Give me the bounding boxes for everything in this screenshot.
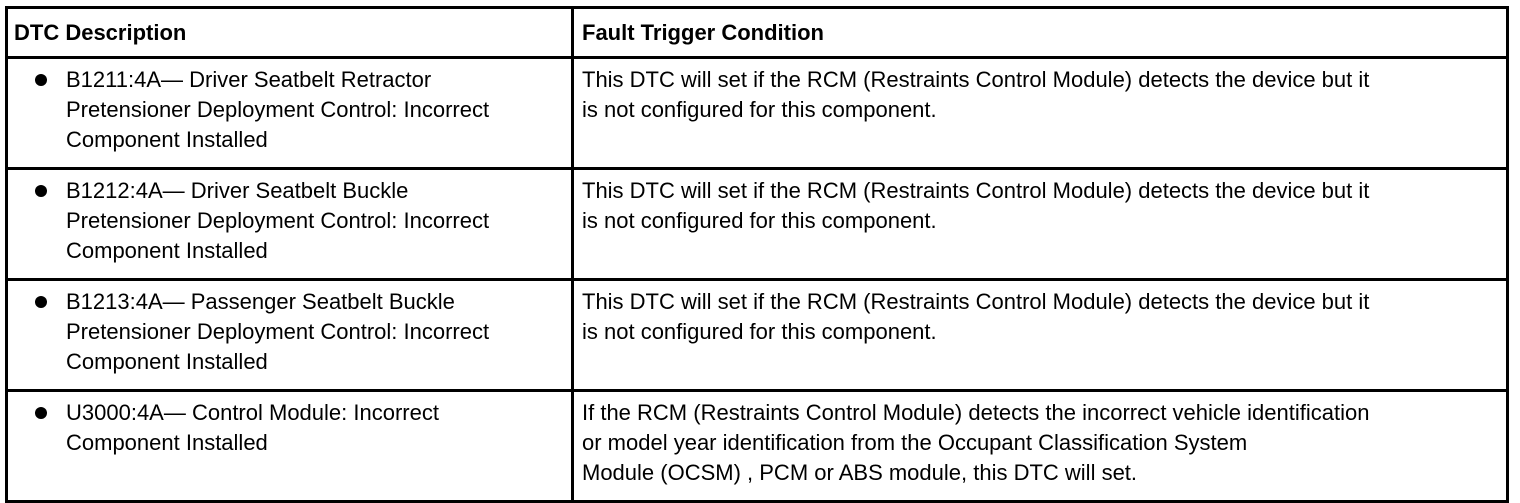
table-row: U3000:4A— Control Module: Incorrect Comp… bbox=[5, 389, 1509, 503]
fault-condition-cell: This DTC will set if the RCM (Restraints… bbox=[571, 56, 1509, 170]
dtc-description-text: U3000:4A— Control Module: Incorrect Comp… bbox=[66, 400, 439, 455]
fault-condition-text: This DTC will set if the RCM (Restraints… bbox=[582, 178, 1370, 233]
dtc-description-cell: B1213:4A— Passenger Seatbelt Buckle Pret… bbox=[5, 278, 574, 392]
bullet-dot-icon bbox=[8, 287, 66, 317]
fault-condition-text: This DTC will set if the RCM (Restraints… bbox=[582, 289, 1370, 344]
fault-condition-text: If the RCM (Restraints Control Module) d… bbox=[582, 400, 1370, 485]
bullet-dot-icon bbox=[8, 65, 66, 95]
dtc-description-cell: B1211:4A— Driver Seatbelt Retractor Pret… bbox=[5, 56, 574, 170]
bullet-dot-icon bbox=[8, 398, 66, 428]
header-row: DTC Description Fault Trigger Condition bbox=[5, 6, 1509, 59]
fault-condition-cell: This DTC will set if the RCM (Restraints… bbox=[571, 278, 1509, 392]
fault-condition-text: This DTC will set if the RCM (Restraints… bbox=[582, 67, 1370, 122]
dtc-description-text: B1211:4A— Driver Seatbelt Retractor Pret… bbox=[66, 67, 490, 152]
dtc-description-text: B1213:4A— Passenger Seatbelt Buckle Pret… bbox=[66, 289, 490, 374]
table-row: B1213:4A— Passenger Seatbelt Buckle Pret… bbox=[5, 278, 1509, 392]
table-row: B1212:4A— Driver Seatbelt Buckle Pretens… bbox=[5, 167, 1509, 281]
dtc-description-cell: U3000:4A— Control Module: Incorrect Comp… bbox=[5, 389, 574, 503]
fault-condition-cell: This DTC will set if the RCM (Restraints… bbox=[571, 167, 1509, 281]
dtc-description-cell: B1212:4A— Driver Seatbelt Buckle Pretens… bbox=[5, 167, 574, 281]
dtc-table: DTC Description Fault Trigger Condition … bbox=[5, 6, 1509, 503]
dtc-description-text: B1212:4A— Driver Seatbelt Buckle Pretens… bbox=[66, 178, 490, 263]
bullet-dot-icon bbox=[8, 176, 66, 206]
dtc-table-container: DTC Description Fault Trigger Condition … bbox=[5, 6, 1509, 503]
header-dtc-description: DTC Description bbox=[5, 6, 574, 59]
header-fault-trigger-condition: Fault Trigger Condition bbox=[571, 6, 1509, 59]
table-row: B1211:4A— Driver Seatbelt Retractor Pret… bbox=[5, 56, 1509, 170]
fault-condition-cell: If the RCM (Restraints Control Module) d… bbox=[571, 389, 1509, 503]
